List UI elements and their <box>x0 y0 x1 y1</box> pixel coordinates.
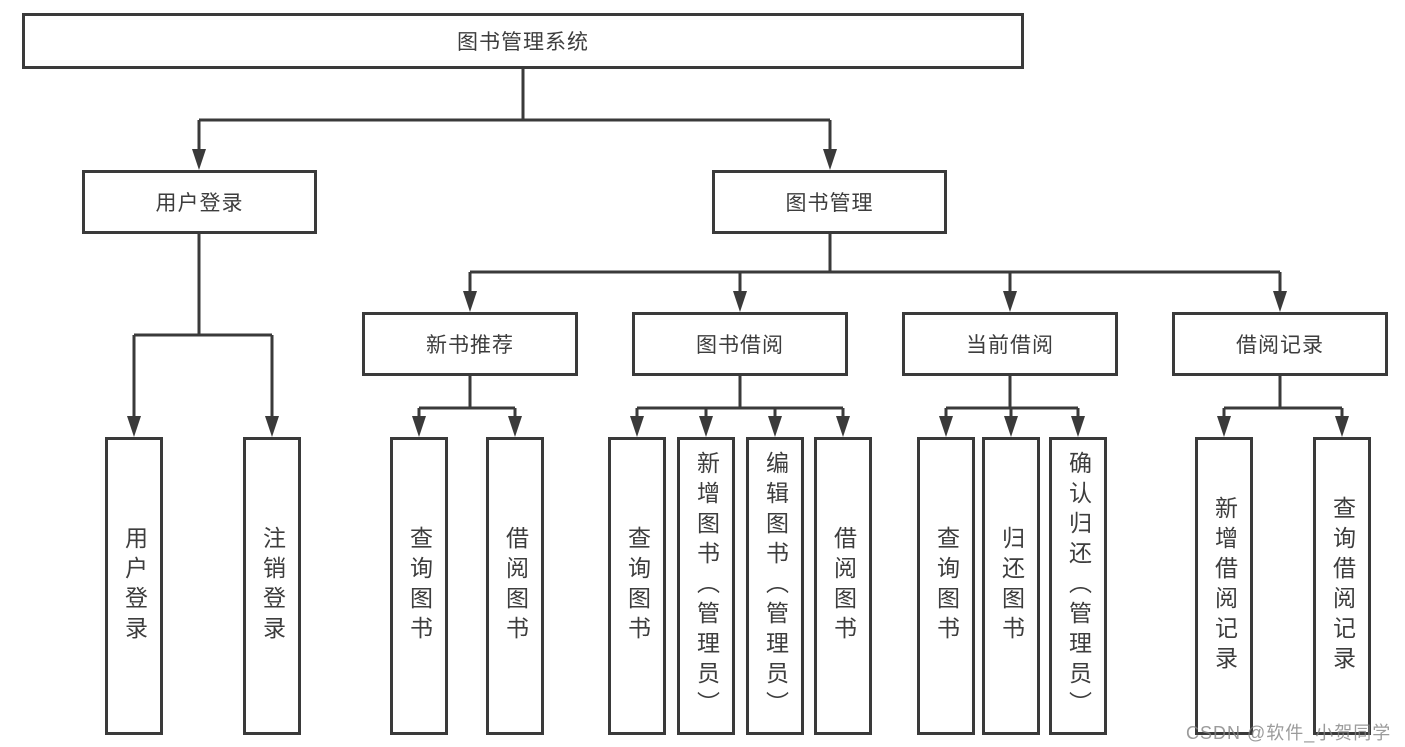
node-label: 确认归还（管理员） <box>1065 451 1092 721</box>
node-user-login: 用户登录 <box>82 170 317 234</box>
leaf-recommend-query-books: 查询图书 <box>390 437 448 735</box>
node-new-book-recommendation: 新书推荐 <box>362 312 578 376</box>
node-label: 图书管理 <box>785 192 874 215</box>
leaf-current-confirm-return-admin: 确认归还（管理员） <box>1049 437 1107 735</box>
node-label: 借阅图书 <box>502 526 529 646</box>
node-label: 借阅图书 <box>830 526 857 646</box>
node-label: 图书管理系统 <box>457 31 589 54</box>
node-label: 新增借阅记录 <box>1211 496 1238 676</box>
node-book-borrowing: 图书借阅 <box>632 312 848 376</box>
leaf-borrowing-query-books: 查询图书 <box>608 437 666 735</box>
node-label: 查询图书 <box>406 526 433 646</box>
node-label: 借阅记录 <box>1236 334 1324 357</box>
node-label: 查询图书 <box>624 526 651 646</box>
leaf-borrowing-borrow-books: 借阅图书 <box>814 437 872 735</box>
node-label: 查询借阅记录 <box>1329 496 1356 676</box>
node-borrowing-records: 借阅记录 <box>1172 312 1388 376</box>
node-label: 图书借阅 <box>696 334 784 357</box>
leaf-logout: 注销登录 <box>243 437 301 735</box>
node-label: 用户登录 <box>155 192 244 215</box>
node-library-management-system: 图书管理系统 <box>22 13 1024 69</box>
csdn-watermark: CSDN @软件_小贺同学 <box>1186 723 1392 743</box>
node-label: 编辑图书（管理员） <box>762 451 789 721</box>
leaf-user-login: 用户登录 <box>105 437 163 735</box>
node-label: 查询图书 <box>933 526 960 646</box>
node-label: 当前借阅 <box>966 334 1054 357</box>
node-label: 注销登录 <box>259 526 286 646</box>
leaf-current-query-books: 查询图书 <box>917 437 975 735</box>
leaf-current-return-books: 归还图书 <box>982 437 1040 735</box>
node-label: 新增图书（管理员） <box>693 451 720 721</box>
leaf-recommend-borrow-books: 借阅图书 <box>486 437 544 735</box>
node-current-borrowing: 当前借阅 <box>902 312 1118 376</box>
node-label: 新书推荐 <box>426 334 514 357</box>
leaf-borrowing-add-books-admin: 新增图书（管理员） <box>677 437 735 735</box>
node-label: 用户登录 <box>121 526 148 646</box>
leaf-records-query-record: 查询借阅记录 <box>1313 437 1371 735</box>
node-book-management: 图书管理 <box>712 170 947 234</box>
leaf-borrowing-edit-books-admin: 编辑图书（管理员） <box>746 437 804 735</box>
node-label: 归还图书 <box>998 526 1025 646</box>
leaf-records-add-record: 新增借阅记录 <box>1195 437 1253 735</box>
